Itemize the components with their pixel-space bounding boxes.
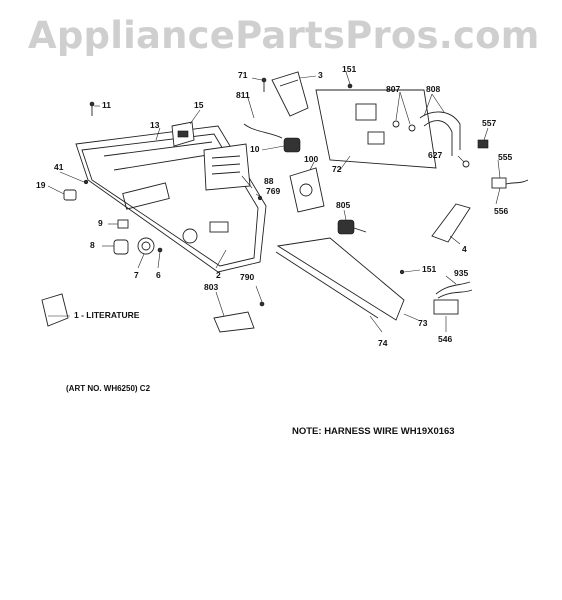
callout-72: 72: [332, 164, 342, 174]
callout-13: 13: [150, 120, 160, 130]
part-71-screw: [261, 77, 267, 92]
callout-151-lower: 151: [422, 264, 436, 274]
harness-note: NOTE: HARNESS WIRE WH19X0163: [292, 426, 455, 437]
leader-lines: [47, 71, 501, 333]
part-41-screw: [83, 179, 89, 185]
part-151-screw-upper: [347, 83, 353, 89]
part-10-switch: [283, 137, 301, 153]
part-100-timer: [289, 167, 325, 213]
part-555-556-thermistor: [491, 177, 529, 189]
callout-100: 100: [304, 154, 318, 164]
part-627-grommet: [462, 160, 470, 168]
callout-71: 71: [238, 70, 248, 80]
callout-6: 6: [156, 270, 161, 280]
callout-7: 7: [134, 270, 139, 280]
part-74-trim: [275, 251, 379, 319]
part-72-rear-panel: [315, 89, 437, 169]
callout-41: 41: [54, 162, 64, 172]
callout-627: 627: [428, 150, 442, 160]
callout-811: 811: [236, 90, 250, 100]
part-557-valve: [477, 139, 489, 149]
callout-19: 19: [36, 180, 46, 190]
callout-935: 935: [454, 268, 468, 278]
part-808-hose: [419, 111, 461, 156]
part-4-end-cap: [431, 203, 471, 243]
callout-10: 10: [250, 144, 260, 154]
part-807-washer: [392, 120, 416, 132]
part-790-screw: [259, 301, 265, 307]
callout-2: 2: [216, 270, 221, 280]
callout-9: 9: [98, 218, 103, 228]
callout-74: 74: [378, 338, 388, 348]
part-1-literature: [41, 293, 69, 327]
callout-546: 546: [438, 334, 452, 344]
part-19-knob: [63, 189, 77, 201]
part-805-valve: [337, 219, 367, 235]
callout-803: 803: [204, 282, 218, 292]
part-803-bracket: [213, 311, 255, 333]
part-935-harness: [435, 281, 473, 299]
part-7-knob: [137, 237, 155, 255]
part-811-wire: [243, 123, 283, 139]
callout-8: 8: [90, 240, 95, 250]
callout-labels: 71 3 151 807 808 11 15 811 13 557 10 627…: [36, 64, 512, 348]
callout-88: 88: [264, 176, 274, 186]
part-151-screw-lower: [399, 269, 405, 275]
callout-73: 73: [418, 318, 428, 328]
part-9-clip: [117, 219, 129, 229]
literature-label: 1 - LITERATURE: [74, 310, 140, 320]
callout-790: 790: [240, 272, 254, 282]
callout-807: 807: [386, 84, 400, 94]
callout-805: 805: [336, 200, 350, 210]
part-11-screw: [89, 101, 95, 116]
callout-15: 15: [194, 100, 204, 110]
part-88-circuit-board: [203, 143, 251, 191]
part-3-bracket: [271, 71, 309, 117]
part-15-bracket: [171, 121, 195, 147]
callout-556: 556: [494, 206, 508, 216]
callout-151-upper: 151: [342, 64, 356, 74]
callout-4: 4: [462, 244, 467, 254]
callout-769: 769: [266, 186, 280, 196]
part-8-knob: [113, 239, 129, 255]
watermark: AppliancePartsPros.com: [28, 14, 540, 57]
callout-11: 11: [102, 100, 111, 110]
callout-557: 557: [482, 118, 496, 128]
callout-808: 808: [426, 84, 440, 94]
part-2-leader: [215, 249, 227, 269]
part-546-connector: [433, 299, 459, 315]
art-number: (ART NO. WH6250) C2: [66, 384, 151, 393]
callout-555: 555: [498, 152, 512, 162]
part-73-base: [276, 237, 405, 321]
callout-3: 3: [318, 70, 323, 80]
part-6-spring: [157, 247, 163, 253]
